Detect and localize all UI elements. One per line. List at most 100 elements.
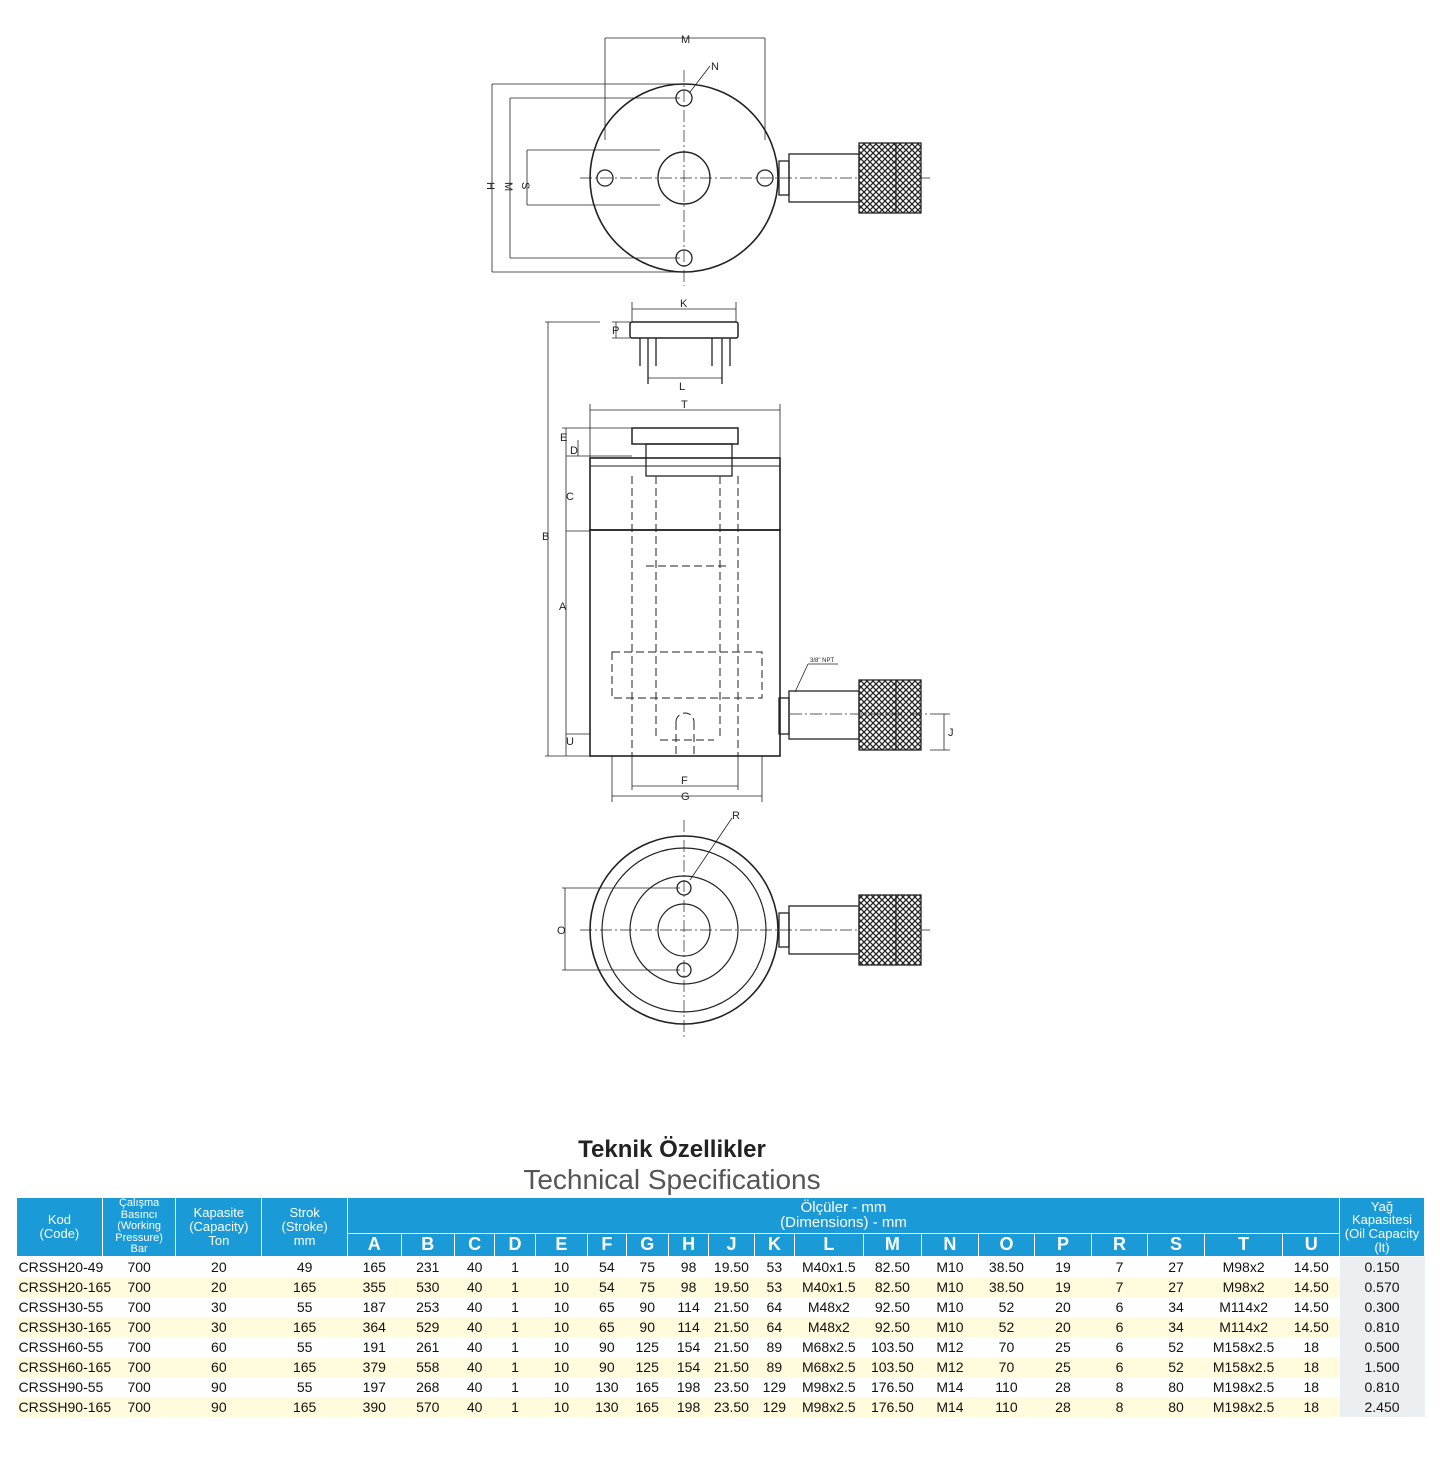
table-cell: 18 xyxy=(1282,1396,1340,1417)
table-cell: 110 xyxy=(978,1396,1035,1417)
table-cell: 165 xyxy=(261,1316,348,1337)
table-cell: M114x2 xyxy=(1204,1296,1283,1317)
header-code-tr: Kod xyxy=(47,1212,71,1228)
table-cell: 98 xyxy=(668,1256,709,1277)
table-cell: 90 xyxy=(626,1316,669,1337)
dimension-header-h: H xyxy=(667,1232,710,1257)
table-cell: 253 xyxy=(401,1296,455,1317)
header-capacity-tr: Kapasite xyxy=(193,1205,245,1221)
dim-label-n: N xyxy=(711,61,719,73)
table-cell: 40 xyxy=(454,1356,495,1377)
table-cell: 7 xyxy=(1091,1256,1148,1277)
table-cell: 1.500 xyxy=(1339,1356,1425,1377)
table-cell: 27 xyxy=(1147,1276,1205,1297)
cell-code: CRSSH30-55 xyxy=(16,1296,104,1317)
table-cell: 55 xyxy=(261,1376,348,1397)
table-cell: 54 xyxy=(587,1256,627,1277)
dim-label-f: F xyxy=(681,775,688,787)
table-cell: 6 xyxy=(1091,1316,1148,1337)
table-cell: 165 xyxy=(347,1256,401,1277)
table-cell: 700 xyxy=(102,1336,176,1357)
header-oil-tr: Yağ xyxy=(1370,1198,1394,1214)
table-cell: 14.50 xyxy=(1282,1296,1340,1317)
table-cell: 165 xyxy=(261,1276,348,1297)
table-cell: 0.300 xyxy=(1339,1296,1425,1317)
table-cell: 110 xyxy=(978,1376,1035,1397)
table-cell: M98x2.5 xyxy=(794,1396,864,1417)
table-cell: 60 xyxy=(175,1336,262,1357)
table-cell: 27 xyxy=(1147,1256,1205,1277)
table-cell: 40 xyxy=(454,1276,495,1297)
technical-drawing: M N H M S K P L T E D C B A U F G J R O … xyxy=(484,34,954,1040)
dimension-header-u: U xyxy=(1282,1232,1341,1257)
table-cell: 130 xyxy=(587,1396,627,1417)
table-cell: 40 xyxy=(454,1256,495,1277)
table-cell: M10 xyxy=(921,1276,979,1297)
table-cell: 261 xyxy=(401,1336,455,1357)
dim-label-j: J xyxy=(948,727,954,739)
table-cell: 10 xyxy=(535,1296,588,1317)
table-cell: 1 xyxy=(494,1276,536,1297)
header-stroke-en: (Stroke) xyxy=(281,1219,328,1235)
cell-code: CRSSH20-165 xyxy=(16,1276,112,1297)
table-cell: 125 xyxy=(626,1336,669,1357)
table-cell: 176.50 xyxy=(863,1376,922,1397)
table-cell: 10 xyxy=(535,1396,588,1417)
header-capacity-unit: Ton xyxy=(208,1232,230,1248)
header-stroke: Strok (Stroke) mm xyxy=(261,1197,349,1257)
table-cell: 165 xyxy=(626,1396,669,1417)
table-cell: 130 xyxy=(587,1376,627,1397)
dim-label-c: C xyxy=(566,491,574,503)
table-cell: 10 xyxy=(535,1256,588,1277)
table-cell: M98x2.5 xyxy=(794,1376,864,1397)
cell-code: CRSSH60-55 xyxy=(16,1336,104,1357)
table-cell: M40x1.5 xyxy=(794,1276,864,1297)
table-cell: 20 xyxy=(1034,1316,1092,1337)
dimension-header-p: P xyxy=(1034,1232,1092,1257)
table-cell: 154 xyxy=(668,1336,709,1357)
table-cell: 21.50 xyxy=(708,1296,755,1317)
table-cell: 165 xyxy=(261,1356,348,1377)
table-cell: 191 xyxy=(347,1336,401,1357)
table-cell: 0.810 xyxy=(1339,1376,1425,1397)
table-cell: 92.50 xyxy=(863,1296,922,1317)
table-cell: 10 xyxy=(535,1376,588,1397)
table-cell: 19.50 xyxy=(708,1256,755,1277)
dim-label-a: A xyxy=(559,601,567,613)
table-cell: 60 xyxy=(175,1356,262,1377)
header-oil-unit: (lt) xyxy=(1374,1239,1390,1255)
table-cell: 40 xyxy=(454,1296,495,1317)
dim-label-t: T xyxy=(681,399,688,411)
cell-code: CRSSH60-165 xyxy=(16,1356,112,1377)
cell-code: CRSSH30-165 xyxy=(16,1316,112,1337)
table-cell: 700 xyxy=(102,1296,176,1317)
dimension-header-b: B xyxy=(400,1232,455,1257)
header-stroke-tr: Strok xyxy=(289,1205,320,1221)
table-cell: 64 xyxy=(754,1296,795,1317)
table-cell: 6 xyxy=(1091,1356,1148,1377)
table-cell: 90 xyxy=(626,1296,669,1317)
table-cell: 0.570 xyxy=(1339,1276,1425,1297)
table-cell: 21.50 xyxy=(708,1356,755,1377)
header-oil-capacity: Yağ Kapasitesi (Oil Capacity (lt) xyxy=(1339,1197,1425,1257)
table-cell: 34 xyxy=(1147,1316,1205,1337)
table-cell: 30 xyxy=(175,1296,262,1317)
table-cell: 89 xyxy=(754,1336,795,1357)
table-cell: 18 xyxy=(1282,1356,1340,1377)
dim-label-d: D xyxy=(570,445,578,457)
table-cell: 23.50 xyxy=(708,1396,755,1417)
table-cell: 49 xyxy=(261,1256,348,1277)
table-cell: 125 xyxy=(626,1356,669,1377)
table-cell: 6 xyxy=(1091,1296,1148,1317)
table-cell: 90 xyxy=(175,1376,262,1397)
table-cell: 154 xyxy=(668,1356,709,1377)
spec-table: Kod (Code) Çalışma Basıncı (Working Pres… xyxy=(16,1197,1425,1417)
table-cell: M98x2 xyxy=(1204,1256,1283,1277)
header-capacity-en: (Capacity) xyxy=(189,1219,249,1235)
table-cell: 10 xyxy=(535,1276,588,1297)
table-cell: 20 xyxy=(175,1256,262,1277)
table-cell: 14.50 xyxy=(1282,1276,1340,1297)
